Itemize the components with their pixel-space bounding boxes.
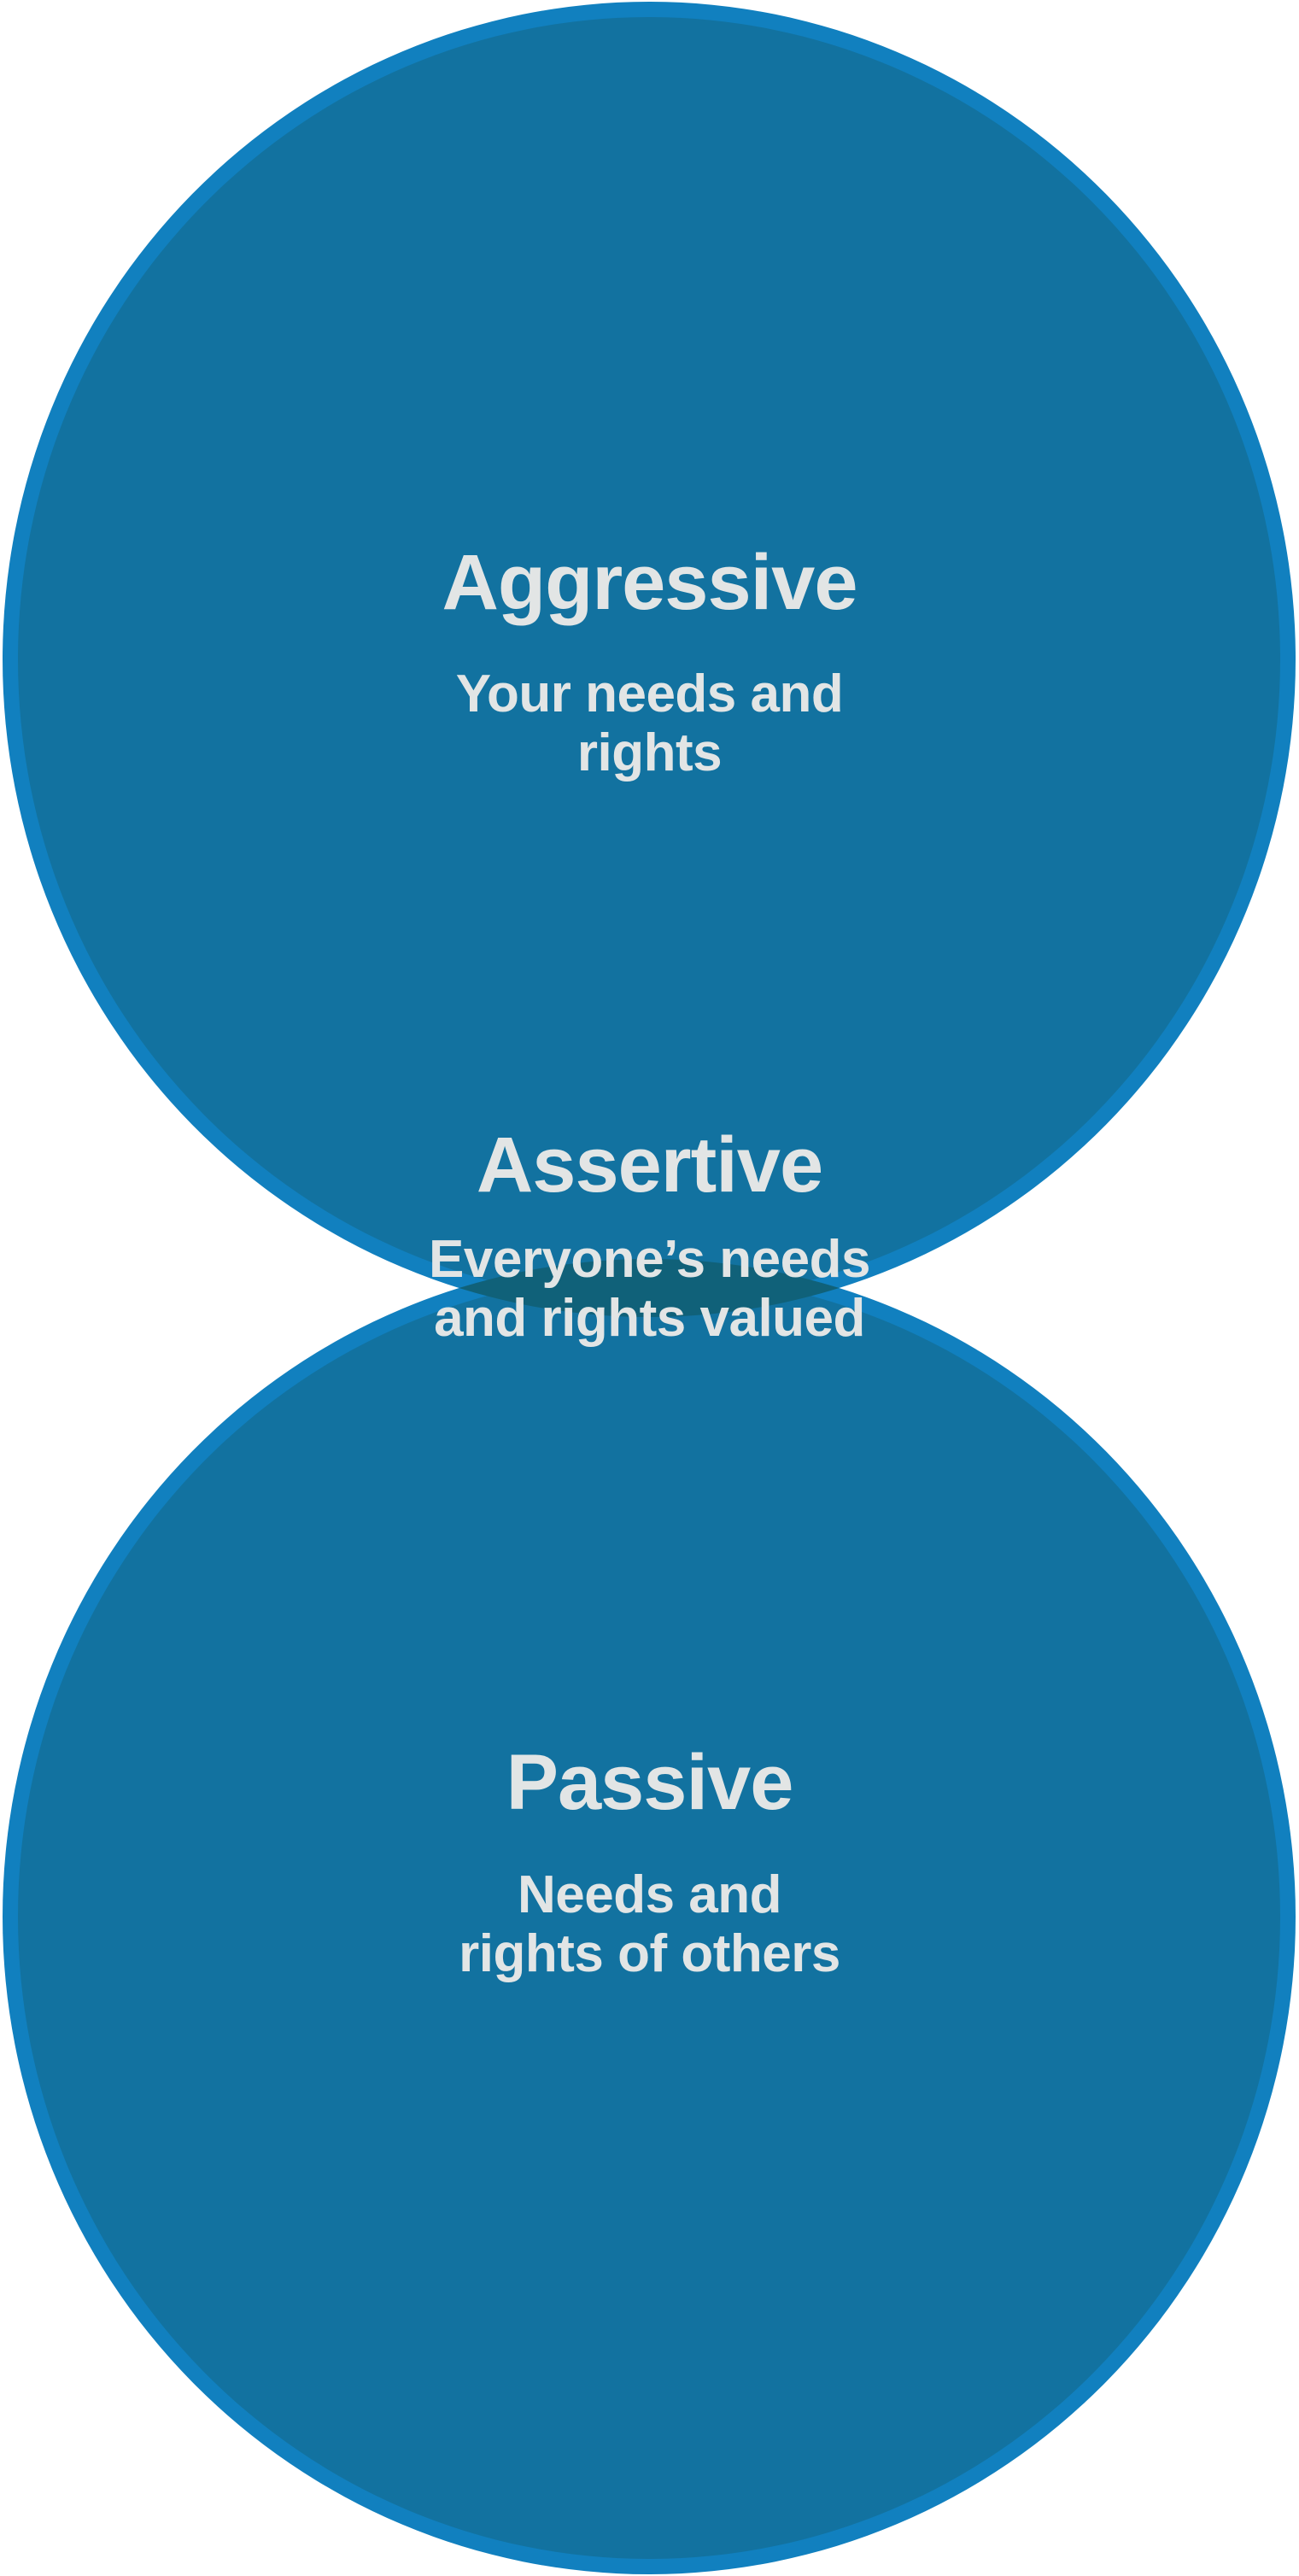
aggressive-circle-fill: [18, 17, 1280, 1302]
passive-circle-fill: [18, 1274, 1280, 2559]
